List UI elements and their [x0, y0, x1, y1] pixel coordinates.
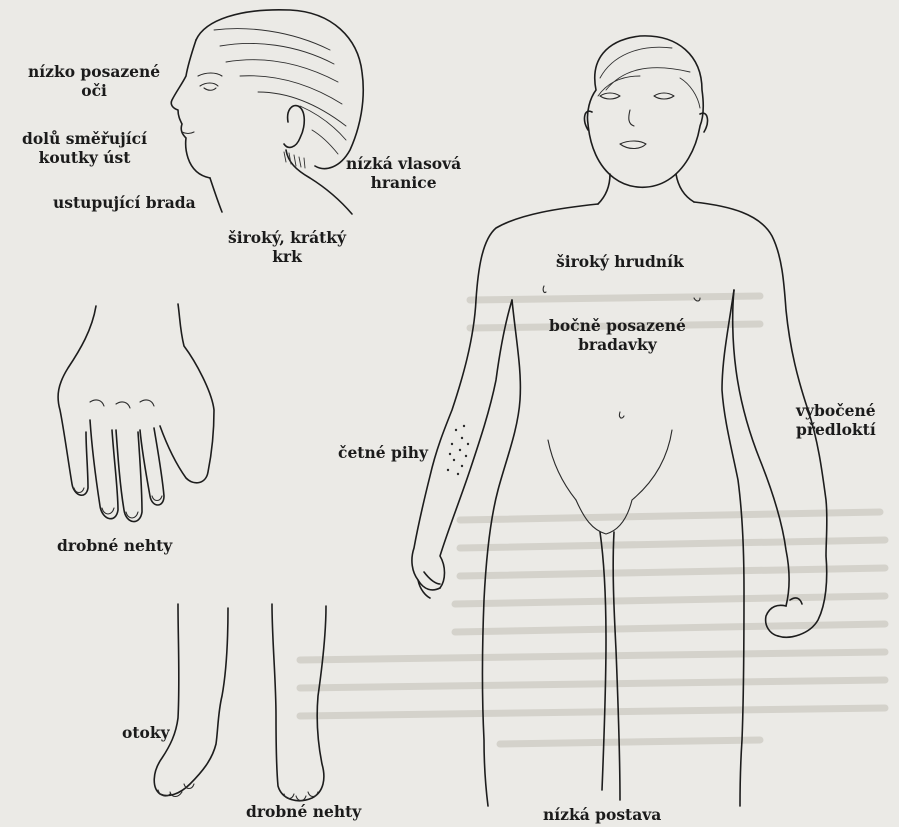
figure-ears	[585, 111, 708, 132]
figure-eyes	[600, 93, 674, 99]
label-wide-spaced-nipples-line1: bočně posazené	[549, 316, 686, 335]
right-leg	[272, 604, 326, 801]
figure-nose-mouth	[620, 110, 646, 149]
label-downturned-mouth: dolů směřující koutky úst	[22, 129, 147, 167]
legs-drawing	[154, 604, 326, 801]
background-text-lines	[300, 296, 885, 744]
head-mouth	[182, 132, 194, 134]
label-low-set-eyes-line2: oči	[28, 81, 160, 100]
head-ear	[284, 106, 304, 148]
profile-head	[171, 10, 363, 214]
left-leg	[154, 604, 228, 796]
label-wide-spaced-nipples: bočně posazené bradavky	[549, 316, 686, 354]
label-wide-short-neck-line2: krk	[228, 247, 346, 266]
head-face-profile	[171, 40, 210, 178]
figure-head	[587, 36, 703, 187]
label-low-hairline-line1: nízká vlasová	[346, 154, 461, 173]
label-small-nails-hand: drobné nehty	[57, 536, 172, 555]
label-low-hairline: nízká vlasová hranice	[346, 154, 461, 192]
head-brow	[198, 73, 222, 76]
label-wide-spaced-nipples-line2: bradavky	[549, 335, 686, 354]
label-wide-short-neck-line1: široký, krátký	[228, 228, 346, 247]
label-edema: otoky	[122, 723, 170, 742]
label-small-nails-feet: drobné nehty	[246, 802, 361, 821]
label-low-set-eyes-line1: nízko posazené	[28, 62, 160, 81]
label-receding-chin: ustupující brada	[53, 193, 196, 212]
label-wide-short-neck: široký, krátký krk	[228, 228, 346, 266]
label-low-hairline-line2: hranice	[346, 173, 461, 192]
standing-figure	[412, 36, 827, 806]
hand-drawing	[58, 304, 214, 522]
figure-freckles	[447, 425, 469, 475]
figure-neck	[598, 174, 694, 204]
figure-hips	[548, 430, 672, 500]
label-downturned-mouth-line1: dolů směřující	[22, 129, 147, 148]
head-hair-outline	[196, 10, 363, 169]
label-downturned-mouth-line2: koutky úst	[22, 148, 147, 167]
hand-knuckles	[90, 400, 154, 408]
label-short-stature: nízká postava	[543, 805, 661, 824]
figure-right-torso-leg	[722, 290, 744, 806]
head-eye	[200, 83, 218, 90]
label-low-set-eyes: nízko posazené oči	[28, 62, 160, 100]
neck-left	[210, 178, 222, 212]
label-broad-chest: široký hrudník	[556, 252, 684, 271]
label-cubitus-valgus: vybočené předloktí	[796, 401, 876, 439]
figure-right-inner-arm	[733, 290, 789, 606]
figure-right-hand	[766, 598, 802, 636]
hand-outline	[58, 304, 214, 522]
label-nevi: četné pihy	[338, 443, 428, 462]
figure-left-torso-leg	[483, 300, 521, 806]
label-cubitus-valgus-line2: předloktí	[796, 420, 876, 439]
head-hair-strands	[214, 29, 346, 154]
label-cubitus-valgus-line1: vybočené	[796, 401, 876, 420]
figure-navel	[619, 412, 624, 418]
